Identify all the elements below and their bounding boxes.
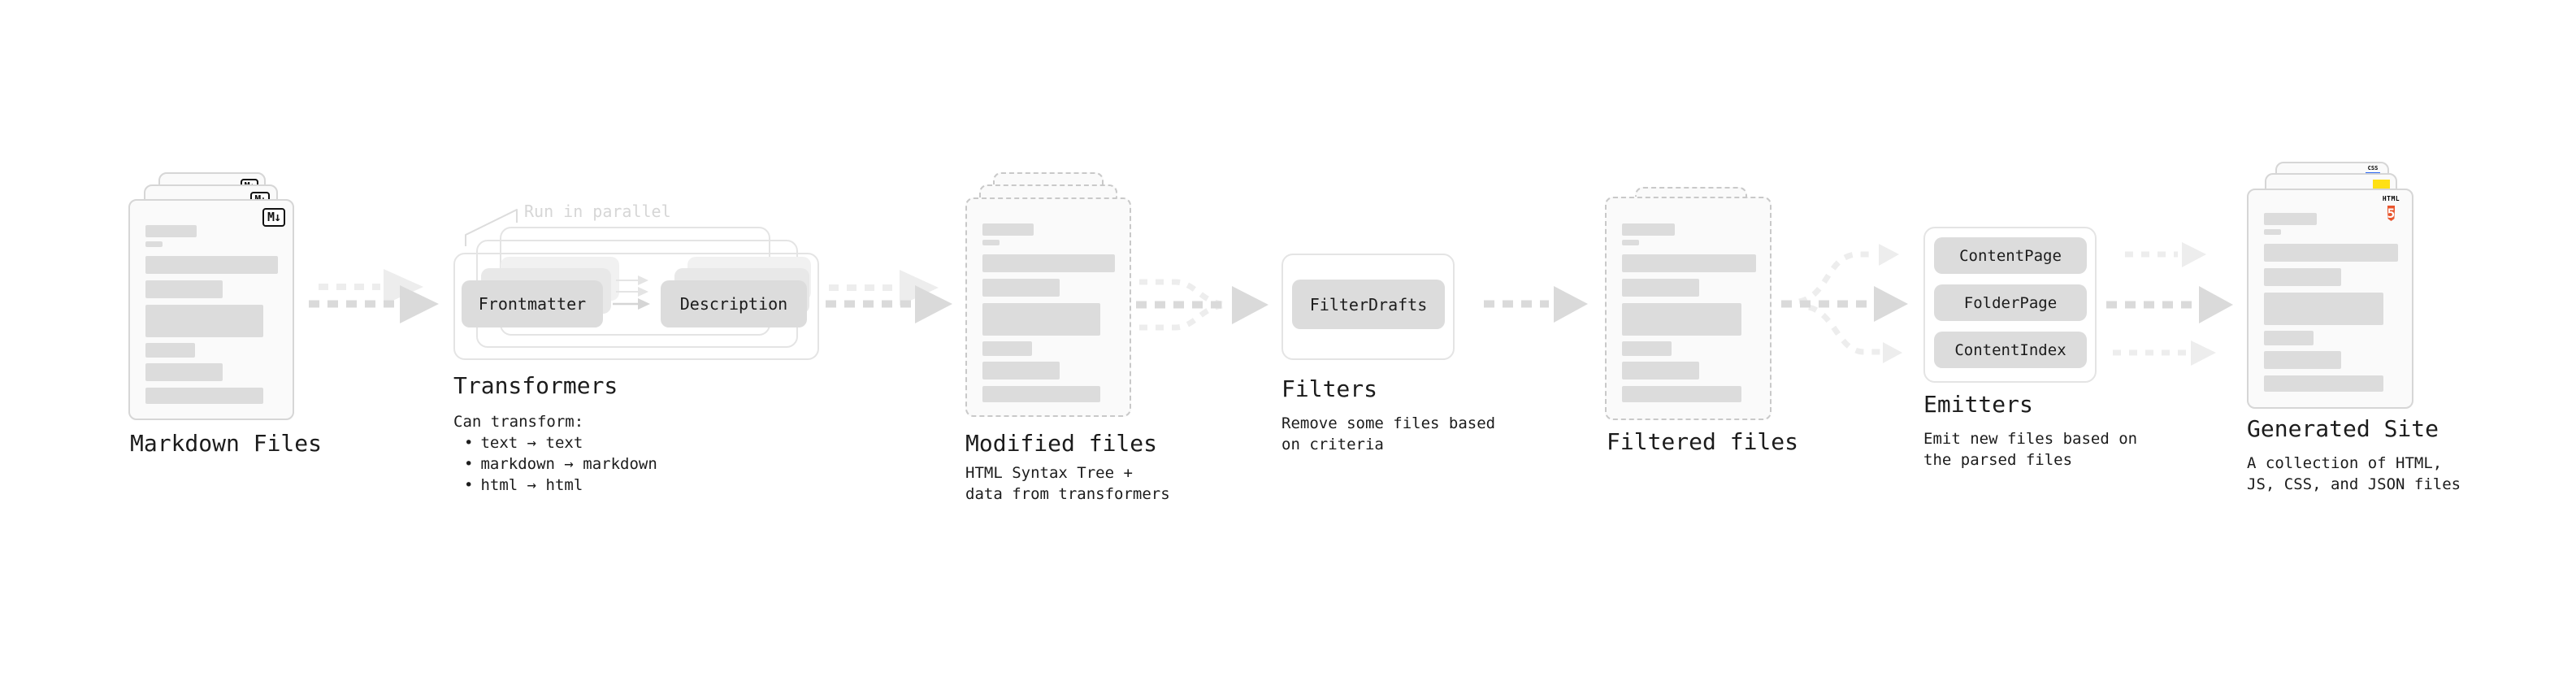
bullet-glyph: •: [464, 434, 474, 452]
arrow-transformers-to-modified: [826, 270, 952, 323]
emitters-caption: Emit new files based on the parsed files: [1923, 428, 2137, 471]
description-box: Description: [661, 280, 807, 327]
emitters-label: Emitters: [1923, 391, 2033, 418]
placeholder-line: [145, 363, 223, 381]
placeholder-line: [982, 279, 1060, 297]
placeholder-line: [145, 241, 163, 247]
placeholder-line: [982, 341, 1032, 356]
placeholder-line: [1622, 279, 1699, 297]
placeholder-line: [1622, 362, 1699, 380]
placeholder-line: [2264, 293, 2383, 325]
bullet-glyph: •: [464, 476, 474, 494]
arrow-modified-to-filters-merge: [1136, 279, 1268, 331]
generated-site-caption: A collection of HTML, JS, CSS, and JSON …: [2247, 453, 2461, 495]
placeholder-line: [1622, 254, 1756, 272]
placeholder-line: [982, 386, 1100, 402]
caption-line: Can transform:: [453, 413, 584, 431]
caption-bullet: • markdown → markdown: [453, 453, 657, 475]
caption-line: HTML Syntax Tree +: [965, 464, 1133, 482]
placeholder-line: [145, 256, 278, 274]
html5-icon: HTML 5: [2380, 196, 2402, 224]
placeholder-line: [145, 388, 263, 404]
filters-caption: Remove some files based on criteria: [1281, 413, 1495, 455]
markdown-files-label: Markdown Files: [130, 430, 323, 457]
bullet-text: html → html: [480, 476, 583, 494]
placeholder-line: [2264, 244, 2398, 262]
generated-site-label: Generated Site: [2247, 415, 2439, 442]
caption-line: A collection of HTML,: [2247, 454, 2443, 472]
placeholder-line: [1622, 240, 1639, 245]
placeholder-line: [982, 223, 1034, 236]
placeholder-line: [1622, 303, 1741, 336]
css-icon-text: CSS: [2367, 165, 2379, 171]
markdown-document-front: M↓: [128, 199, 294, 420]
filtered-document-front: [1605, 197, 1772, 420]
frontmatter-box: Frontmatter: [462, 280, 603, 327]
bullet-text: text → text: [480, 434, 583, 452]
caption-line: data from transformers: [965, 485, 1170, 503]
placeholder-line: [1622, 386, 1741, 402]
placeholder-line: [982, 254, 1115, 272]
bullet-text: markdown → markdown: [480, 455, 657, 473]
js-icon: [2373, 180, 2390, 189]
caption-line: Emit new files based on: [1923, 430, 2138, 448]
contentindex-box: ContentIndex: [1934, 332, 2087, 368]
transformer-container-front: [453, 253, 819, 360]
transformers-caption: Can transform: • text → text • markdown …: [453, 411, 657, 496]
placeholder-line: [2264, 268, 2341, 286]
placeholder-line: [1622, 223, 1675, 236]
caption-line: JS, CSS, and JSON files: [2247, 475, 2461, 493]
placeholder-line: [2264, 213, 2317, 225]
html5-icon-shield: 5: [2387, 206, 2396, 221]
markdown-icon: M↓: [262, 208, 285, 227]
bullet-glyph: •: [464, 455, 474, 473]
caption-line: on criteria: [1281, 436, 1384, 453]
arrow-filters-to-filtered: [1484, 286, 1588, 323]
arrow-emitters-to-site: [2106, 242, 2233, 366]
arrow-filtered-to-emitters-fanout: [1781, 244, 1908, 363]
arrow-markdown-to-transformers: [309, 269, 439, 323]
modified-files-label: Modified files: [965, 430, 1158, 457]
placeholder-line: [145, 225, 197, 237]
modified-files-caption: HTML Syntax Tree + data from transformer…: [965, 462, 1170, 505]
placeholder-line: [2264, 351, 2341, 369]
caption-line: the parsed files: [1923, 451, 2073, 469]
modified-document-front: [965, 197, 1131, 417]
placeholder-line: [145, 280, 223, 298]
transformers-label: Transformers: [453, 372, 618, 399]
placeholder-line: [982, 303, 1100, 336]
placeholder-line: [1622, 341, 1672, 356]
placeholder-line: [982, 362, 1060, 380]
folderpage-box: FolderPage: [1934, 284, 2087, 321]
caption-bullet: • html → html: [453, 475, 657, 496]
caption-line: Remove some files based: [1281, 414, 1496, 432]
caption-bullet: • text → text: [453, 432, 657, 453]
placeholder-line: [2264, 331, 2314, 345]
contentpage-box: ContentPage: [1934, 237, 2087, 274]
filterdrafts-box: FilterDrafts: [1292, 280, 1445, 329]
html-document-front: HTML 5: [2247, 189, 2413, 409]
placeholder-line: [2264, 375, 2383, 392]
filtered-files-label: Filtered files: [1607, 428, 1799, 455]
placeholder-line: [145, 305, 263, 337]
run-in-parallel-annotation: Run in parallel: [524, 202, 671, 221]
placeholder-line: [2264, 229, 2281, 235]
placeholder-line: [982, 240, 1000, 245]
filters-label: Filters: [1281, 375, 1378, 402]
filters-container: [1281, 254, 1455, 360]
placeholder-line: [145, 343, 195, 358]
html5-icon-word: HTML: [2382, 195, 2400, 202]
